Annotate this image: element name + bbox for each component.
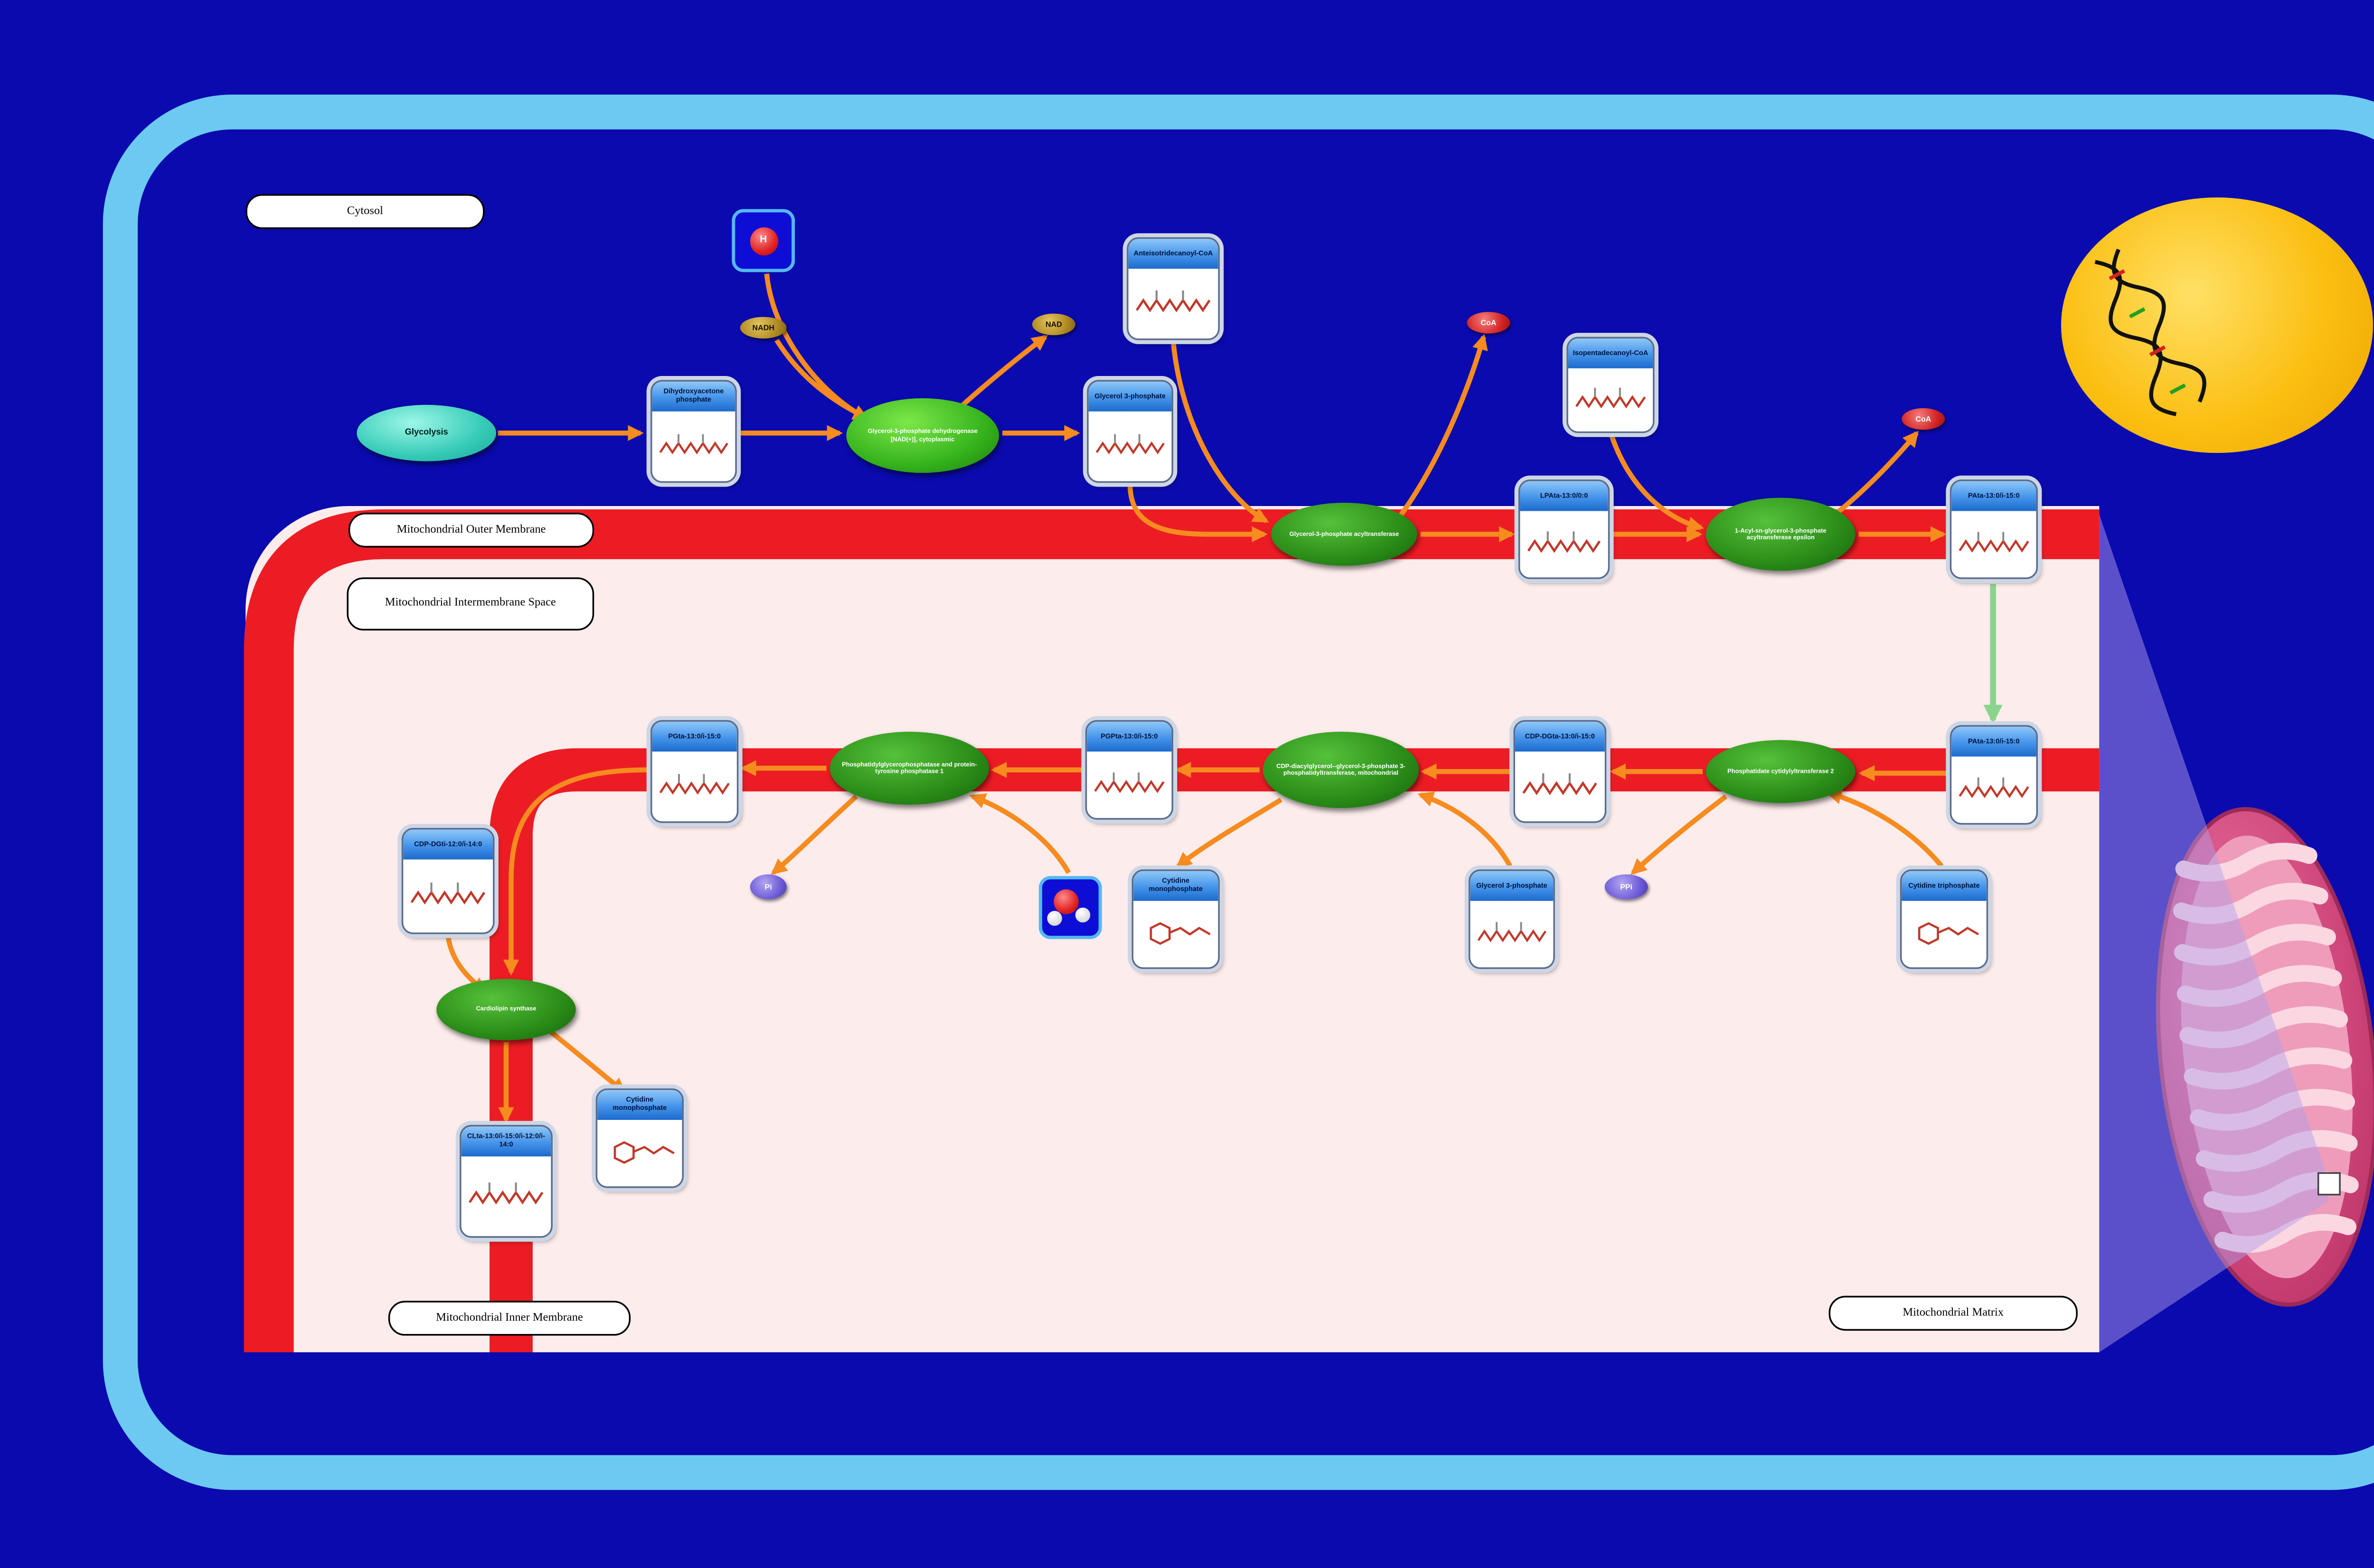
metabolite-isopentadecanoyl-coa[interactable]: Isopentadecanoyl-CoA xyxy=(1566,337,1655,433)
structure-thumbnail xyxy=(1573,373,1648,427)
nadh-node[interactable]: NADH xyxy=(740,317,787,339)
structure-thumbnail xyxy=(603,1125,678,1181)
pathway-link-label: Glycolysis xyxy=(405,428,448,438)
enzyme-label: Phosphatidylglycerophosphatase and prote… xyxy=(842,761,977,775)
enzyme-label: Glycerol-3-phosphate dehydrogenase [NAD(… xyxy=(867,428,978,442)
pathway-link-glycolysis[interactable]: Glycolysis xyxy=(357,404,497,461)
metabolite-label: Anteisotridecanoyl-CoA xyxy=(1128,239,1218,269)
metabolite-cmp-1[interactable]: Cytidine monophosphate xyxy=(1131,869,1220,969)
enzyme-crls1[interactable]: Cardiolipin synthase xyxy=(436,979,576,1041)
water-icon xyxy=(1042,879,1099,936)
structure-thumbnail xyxy=(657,757,732,817)
metabolite-cmp-2[interactable]: Cytidine monophosphate xyxy=(595,1088,684,1188)
structure-thumbnail xyxy=(1957,516,2032,573)
enzyme-label: Cardiolipin synthase xyxy=(476,1006,537,1013)
metabolite-label: Isopentadecanoyl-CoA xyxy=(1568,338,1653,368)
structure-thumbnail xyxy=(1093,416,1167,476)
metabolite-label: Dihydroxyacetone phosphate xyxy=(652,381,735,412)
metabolite-label: Cytidine triphosphate xyxy=(1902,871,1987,901)
metabolite-pgp[interactable]: PGPta-13:0/i-15:0 xyxy=(1085,720,1174,820)
enzyme-label: Phosphatidate cytidylyltransferase 2 xyxy=(1727,768,1834,775)
metabolite-label: Glycerol 3-phosphate xyxy=(1088,381,1172,412)
structure-thumbnail xyxy=(1092,756,1167,813)
nucleus xyxy=(2061,197,2373,453)
structure-thumbnail xyxy=(1520,757,1600,817)
metabolite-lpa[interactable]: LPAta-13:0/0:0 xyxy=(1518,479,1610,579)
label-intermembrane-space: Mitochondrial Intermembrane Space xyxy=(347,577,594,631)
metabolite-cdp-dg[interactable]: CDP-DGta-13:0/i-15:0 xyxy=(1513,720,1607,823)
metabolite-label: Cytidine monophosphate xyxy=(597,1090,682,1120)
nad-node[interactable]: NAD xyxy=(1032,313,1075,336)
ppi-node[interactable]: PPi xyxy=(1604,874,1648,900)
metabolite-cardiolipin[interactable]: CLta-13:0/i-15:0/i-12:0/i-14:0 xyxy=(460,1125,553,1238)
metabolite-pa-outer[interactable]: PAta-13:0/i-15:0 xyxy=(1950,479,2038,579)
metabolite-anteisotridecanoyl-coa[interactable]: Anteisotridecanoyl-CoA xyxy=(1127,237,1220,340)
structure-thumbnail xyxy=(1907,906,1982,962)
water-node[interactable] xyxy=(1038,876,1102,939)
oxygen-atom-icon xyxy=(1054,889,1079,914)
structure-thumbnail xyxy=(466,1162,546,1231)
label-outer-membrane: Mitochondrial Outer Membrane xyxy=(348,512,594,548)
metabolite-g3p-cytosol[interactable]: Glycerol 3-phosphate xyxy=(1087,380,1174,483)
metabolite-label: PGta-13:0/i-15:0 xyxy=(652,722,737,752)
metabolite-pa-inner[interactable]: PAta-13:0/i-15:0 xyxy=(1950,725,2038,825)
structure-thumbnail xyxy=(1525,516,1603,573)
hydrogen-atom-icon xyxy=(1075,907,1091,923)
hydrogen-ion-node[interactable]: H xyxy=(732,209,795,272)
hydrogen-icon: H xyxy=(749,226,778,255)
structure-thumbnail xyxy=(657,416,730,476)
enzyme-label: CDP-diacylglycerol--glycerol-3-phosphate… xyxy=(1276,762,1405,777)
enzyme-gpd1[interactable]: Glycerol-3-phosphate dehydrogenase [NAD(… xyxy=(846,398,999,473)
enzyme-label: Glycerol-3-phosphate acyltransferase xyxy=(1289,530,1399,537)
label-cytosol: Cytosol xyxy=(245,194,485,229)
metabolite-pg[interactable]: PGta-13:0/i-15:0 xyxy=(650,720,739,823)
pi-node[interactable]: Pi xyxy=(750,874,787,900)
structure-thumbnail xyxy=(1138,906,1213,962)
coa-node-2[interactable]: CoA xyxy=(1902,408,1945,430)
metabolite-cdp-dg-2[interactable]: CDP-DGti-12:0/i-14:0 xyxy=(401,828,495,934)
metabolite-label: CLta-13:0/i-15:0/i-12:0/i-14:0 xyxy=(461,1127,551,1157)
structure-thumbnail xyxy=(1957,761,2032,818)
enzyme-gpat[interactable]: Glycerol-3-phosphate acyltransferase xyxy=(1271,503,1417,566)
metabolite-label: Cytidine monophosphate xyxy=(1133,871,1218,901)
enzyme-ptpmt1[interactable]: Phosphatidylglycerophosphatase and prote… xyxy=(829,732,989,805)
metabolite-label: Glycerol 3-phosphate xyxy=(1470,871,1554,901)
metabolite-label: PAta-13:0/i-15:0 xyxy=(1951,726,2036,757)
structure-thumbnail xyxy=(1475,906,1548,962)
hydrogen-atom-icon xyxy=(1047,911,1062,926)
metabolite-g3p-matrix[interactable]: Glycerol 3-phosphate xyxy=(1469,869,1555,969)
structure-thumbnail xyxy=(1133,274,1213,334)
enzyme-cds2[interactable]: Phosphatidate cytidylyltransferase 2 xyxy=(1705,740,1856,803)
metabolite-label: CDP-DGti-12:0/i-14:0 xyxy=(403,829,493,860)
metabolite-label: PGPta-13:0/i-15:0 xyxy=(1087,722,1172,752)
label-inner-membrane: Mitochondrial Inner Membrane xyxy=(388,1301,631,1336)
metabolite-ctp[interactable]: Cytidine triphosphate xyxy=(1900,869,1988,969)
coa-node-1[interactable]: CoA xyxy=(1467,312,1510,334)
enzyme-label: 1-Acyl-sn-glycerol-3-phosphate acyltrans… xyxy=(1734,527,1827,541)
metabolite-label: PAta-13:0/i-15:0 xyxy=(1951,481,2036,511)
metabolite-dhap[interactable]: Dihydroxyacetone phosphate xyxy=(650,380,737,483)
label-matrix: Mitochondrial Matrix xyxy=(1828,1296,2078,1331)
enzyme-agpat[interactable]: 1-Acyl-sn-glycerol-3-phosphate acyltrans… xyxy=(1705,498,1856,571)
metabolite-label: LPAta-13:0/0:0 xyxy=(1520,481,1608,511)
structure-thumbnail xyxy=(408,864,488,927)
metabolite-label: CDP-DGta-13:0/i-15:0 xyxy=(1515,722,1605,752)
enzyme-pgs1[interactable]: CDP-diacylglycerol--glycerol-3-phosphate… xyxy=(1262,732,1419,808)
